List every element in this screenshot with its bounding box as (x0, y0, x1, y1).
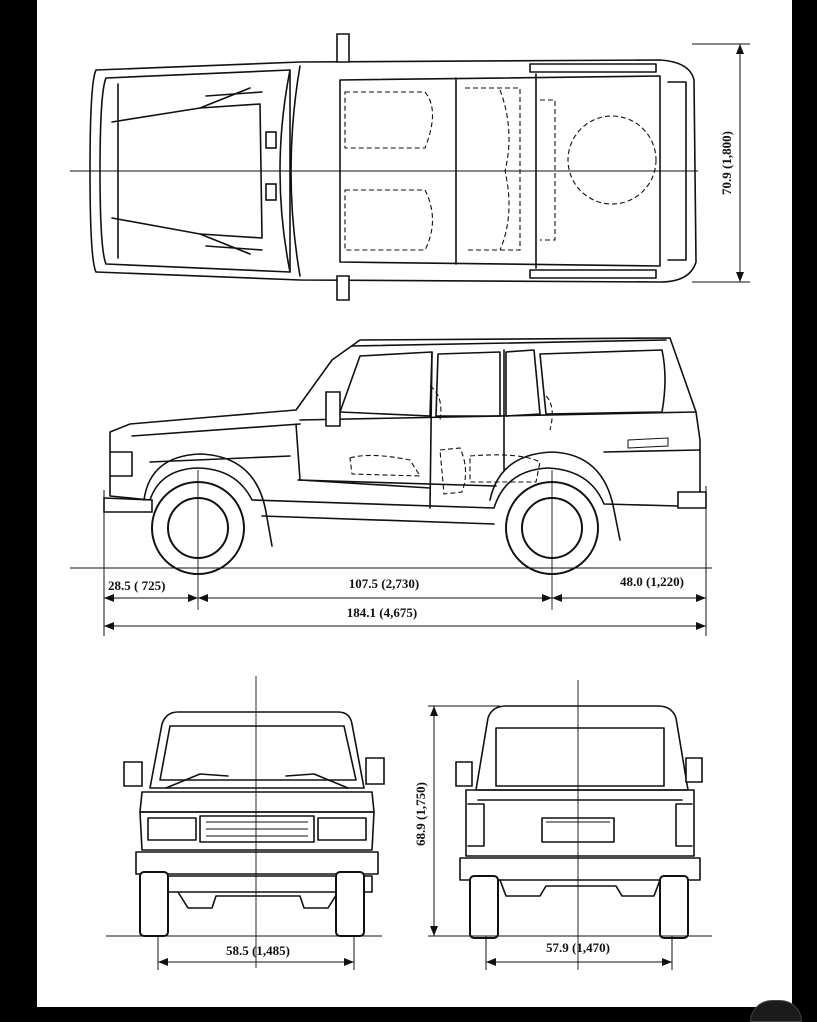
front-overhang-label: 28.5 ( 725) (108, 578, 165, 593)
front-view: 58.5 (1,485) (106, 676, 385, 970)
rear-track-label: 57.9 (1,470) (546, 940, 610, 955)
width-dimension-label: 70.9 (1,800) (719, 131, 734, 195)
height-dimension-label: 68.9 (1,750) (413, 782, 428, 846)
front-track-label: 58.5 (1,485) (226, 943, 290, 958)
rear-view: 68.9 (1,750) 57.9 (1,470) (413, 680, 712, 970)
wheelbase-label: 107.5 (2,730) (349, 576, 419, 591)
rear-overhang-label: 48.0 (1,220) (620, 574, 684, 589)
side-view: 28.5 ( 725) 107.5 (2,730) 48.0 (1,220) 1… (70, 337, 712, 636)
overall-length-label: 184.1 (4,675) (347, 605, 417, 620)
top-view: 70.9 (1,800) (70, 33, 750, 301)
